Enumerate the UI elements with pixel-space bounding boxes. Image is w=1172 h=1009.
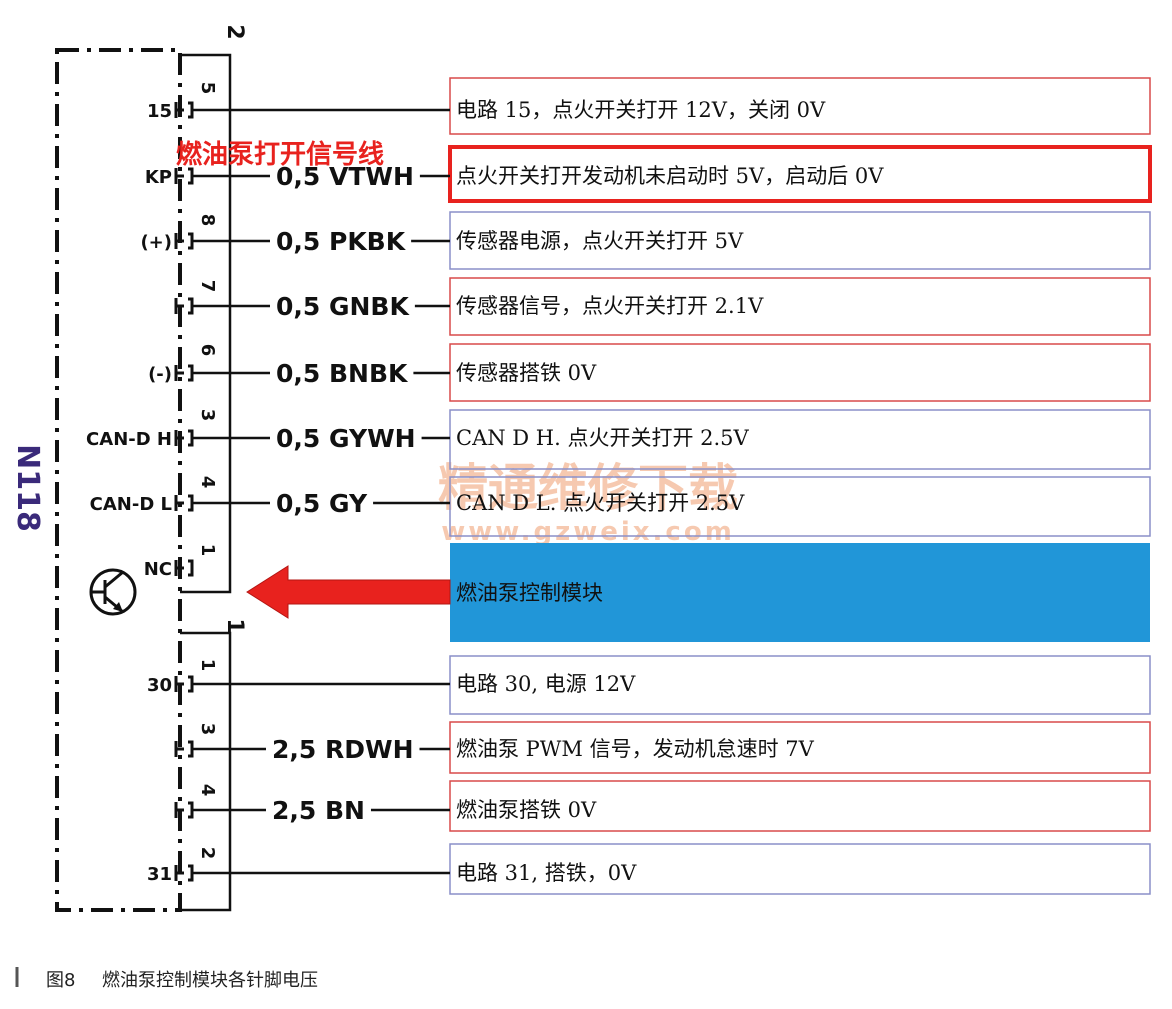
connector-2-label: 2 [222,24,247,39]
pin-number: 1 [197,659,218,672]
control-module-block [450,543,1150,642]
pin-signal-label: 30 [147,675,172,696]
description-box [449,409,1151,470]
connector-1-outline [180,631,232,912]
pin-symbol [174,559,194,577]
pin-signal-label: CAN-D L [90,494,172,515]
pin-number: 2 [197,847,218,860]
pin-description: 点火开关打开发动机未启动时 5V，启动后 0V [456,164,884,188]
pin-signal-label: (-) [148,364,172,385]
connector-2-outline [180,53,232,594]
pin-signal-label: (+) [140,232,172,253]
wire-code: 2,5 BN [272,796,365,825]
module-outline [55,48,182,912]
pin-rows: 5 15 电路 15，点火开关打开 12V，关闭 0V KP 点火开关打开发动机未启动时… [86,77,1152,895]
pin-signal-label: 15 [147,101,172,122]
pin-signal-label: NC [144,559,172,580]
pin-description: CAN D H. 点火开关打开 2.5V [456,426,750,450]
pin-description: 传感器搭铁 0V [456,361,597,385]
pin-description: 电路 31, 搭铁，0V [456,861,637,885]
pin-signal-label: CAN-D H [86,429,172,450]
pin-description: 传感器信号，点火开关打开 2.1V [456,294,764,318]
wire-code: 2,5 RDWH [272,735,414,764]
pin-description: 电路 15，点火开关打开 12V，关闭 0V [456,98,826,122]
pin-number: 6 [197,344,218,357]
description-box [449,77,1151,135]
wire-code: 0,5 BNBK [276,359,409,388]
pin-description: CAN D L. 点火开关打开 2.5V [456,491,745,515]
pin-number: 3 [197,723,218,736]
watermark-line2: www.gzweix.com [441,517,735,547]
control-module-label: 燃油泵控制模块 [456,581,603,605]
pin-number: 3 [197,409,218,422]
wire-code: 0,5 PKBK [276,227,407,256]
description-box [449,780,1151,832]
wire-code: 0,5 VTWH [276,162,414,191]
connector-1-label: 1 [222,618,247,633]
arrow-icon [246,565,451,619]
pin-description: 燃油泵搭铁 0V [456,798,597,822]
description-box [449,721,1151,774]
transistor-icon [89,568,137,616]
pin-number: 8 [197,214,218,227]
pin-number: 4 [197,784,218,797]
description-box [449,843,1151,895]
pin-description: 燃油泵 PWM 信号，发动机怠速时 7V [456,737,815,761]
highlight-annotation: 燃油泵打开信号线 [176,140,384,170]
pin-number: 7 [197,280,218,293]
pin-symbol [174,494,194,512]
description-box [449,476,1151,537]
wire-code: 0,5 GY [276,489,368,518]
description-box [448,145,1152,203]
pin-description: 电路 30, 电源 12V [456,672,636,696]
wire-code: 0,5 GNBK [276,292,410,321]
caption-figure: 图8 [46,970,75,991]
wire-code: 0,5 GYWH [276,424,416,453]
pin-number: 1 [197,544,218,557]
pin-number: 5 [197,82,218,95]
pin-signal-label: KP [145,167,172,188]
caption-text: 燃油泵控制模块各针脚电压 [102,970,318,991]
pin-signal-label: 31 [147,864,172,885]
module-label: N118 [10,444,45,532]
pin-number: 4 [197,476,218,489]
pin-description: 传感器电源，点火开关打开 5V [456,229,744,253]
